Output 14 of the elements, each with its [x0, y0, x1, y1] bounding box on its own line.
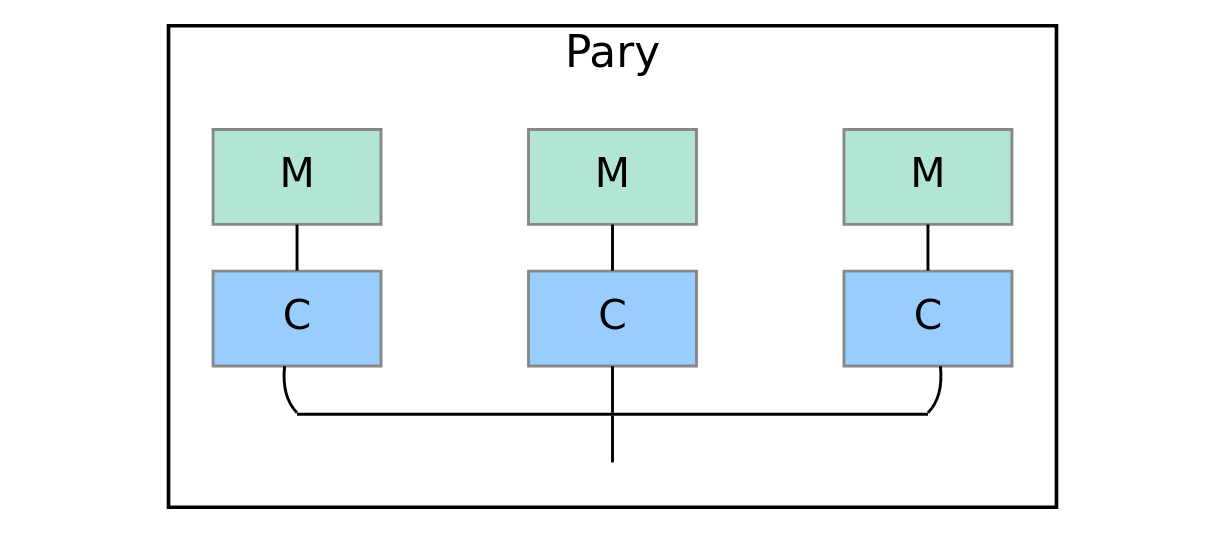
node-box: C	[527, 269, 698, 368]
node-box: C	[211, 269, 383, 368]
node-bar	[297, 412, 928, 416]
node-box: M	[211, 127, 383, 226]
connector	[611, 366, 614, 413]
connector	[295, 224, 299, 271]
node-box: C	[842, 269, 1014, 368]
connector	[611, 224, 614, 271]
connector	[926, 366, 943, 414]
node-box: M	[842, 127, 1014, 226]
node-box: M	[527, 127, 698, 226]
connector	[611, 415, 614, 463]
connector	[282, 366, 299, 414]
connector	[926, 224, 930, 271]
